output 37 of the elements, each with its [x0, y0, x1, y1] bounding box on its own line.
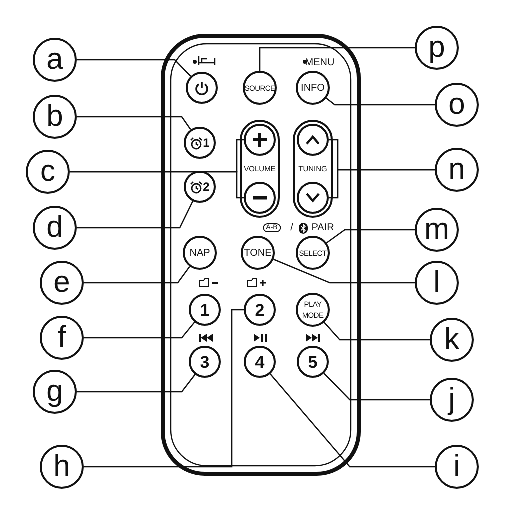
callout-letter: j [430, 378, 474, 422]
pair-label: PAIR [312, 222, 334, 234]
leader-line [326, 98, 435, 106]
leader-line [77, 201, 194, 229]
separator-label: / [290, 222, 294, 234]
callout-letter: p [415, 26, 459, 70]
callout-letter: e [40, 261, 84, 305]
callout-letter: a [33, 38, 77, 82]
leader-line [259, 47, 415, 71]
button-label: 2 [203, 182, 210, 192]
leader-line [326, 229, 415, 244]
menu-label: MENU [305, 58, 335, 68]
callout-letter: l [415, 261, 459, 305]
callout-letter: k [430, 318, 474, 362]
callout-letter: b [33, 95, 77, 139]
callout-letter: c [26, 150, 70, 194]
leader-line [324, 373, 430, 401]
callout-letter: d [33, 206, 77, 250]
leader-line [329, 169, 435, 199]
callout-letter: g [33, 370, 77, 414]
leader-line [77, 59, 192, 77]
leader-line [77, 374, 196, 393]
leader-line [84, 322, 196, 339]
callout-letter: m [415, 208, 459, 252]
leader-line [270, 374, 435, 468]
callout-letter: h [40, 445, 84, 489]
leader-line [273, 258, 415, 284]
callout-letter: i [435, 445, 479, 489]
button-label: 1 [203, 138, 210, 148]
callout-letter: o [435, 83, 479, 127]
callout-letter: f [40, 316, 84, 360]
leader-line [84, 309, 244, 468]
leader-line [84, 266, 190, 284]
leader-line [324, 322, 430, 341]
leader-line [77, 116, 192, 130]
leader-line [70, 171, 244, 199]
callout-letter: n [435, 148, 479, 192]
